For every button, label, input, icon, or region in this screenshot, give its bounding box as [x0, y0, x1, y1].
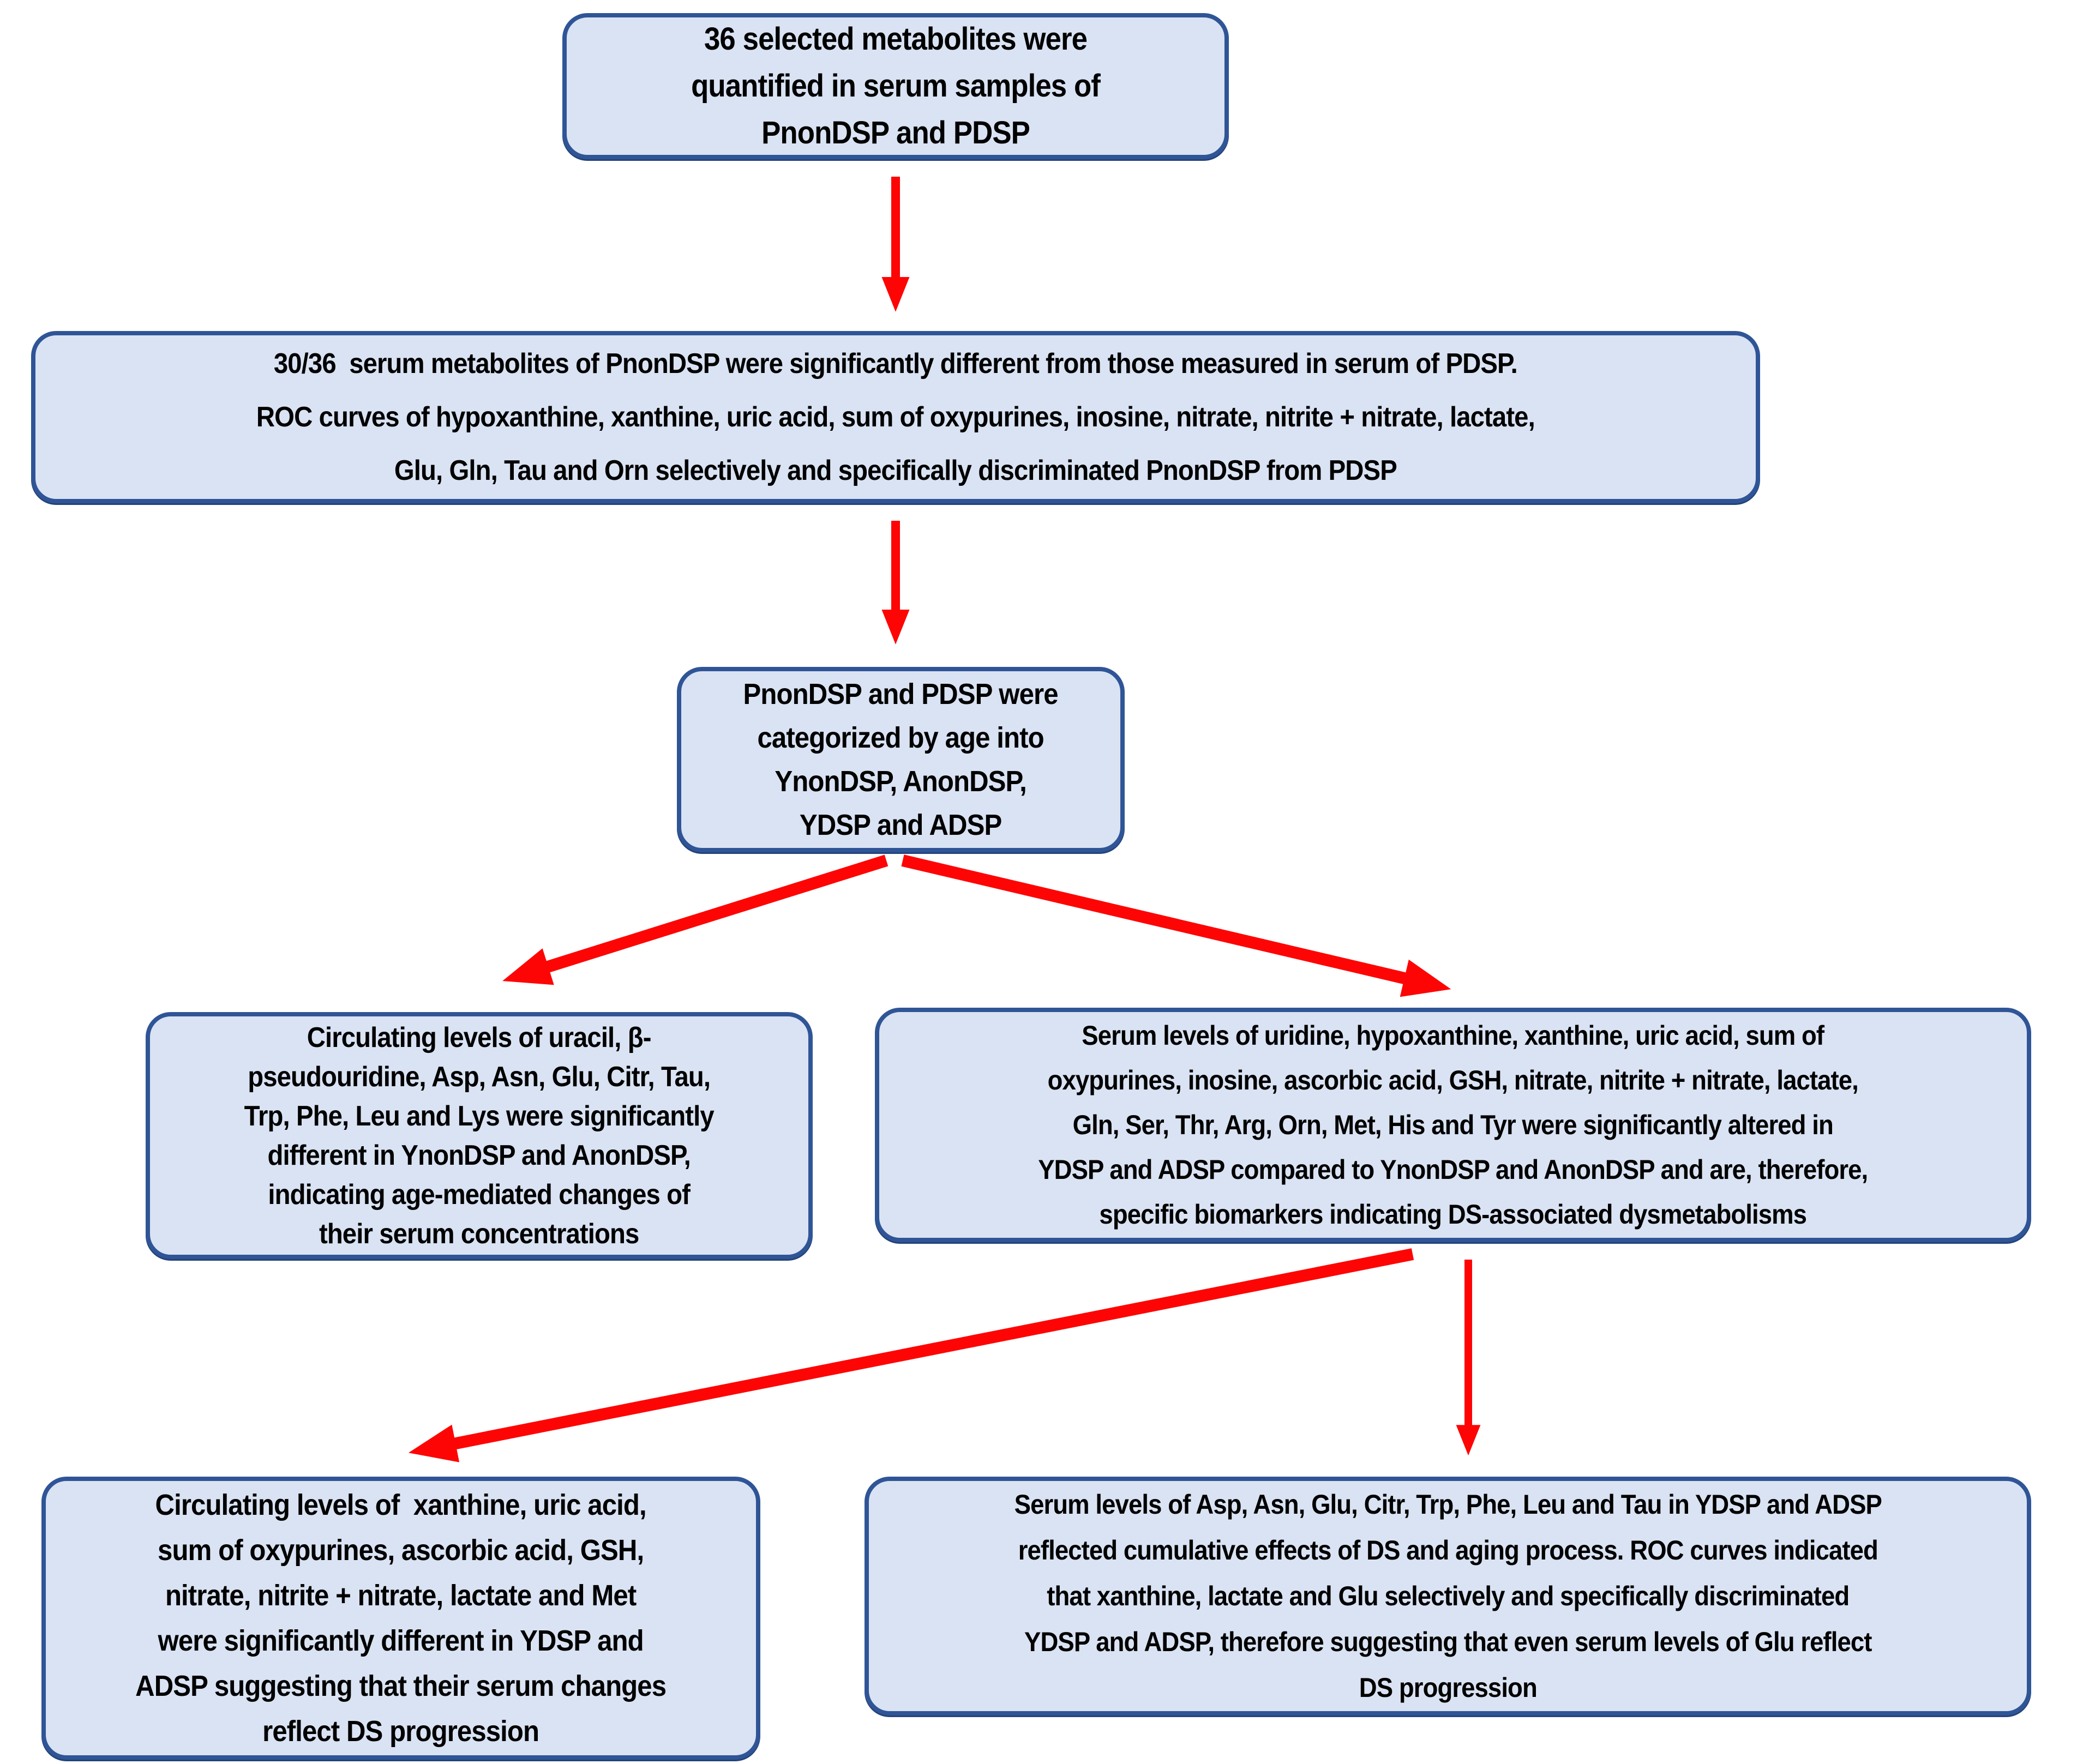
- text-line: were significantly different in YDSP and: [158, 1624, 644, 1657]
- node-screening-result: 30/36 serum metabolites of PnonDSP were …: [31, 331, 1760, 503]
- text-line: specific biomarkers indicating DS-associ…: [1099, 1199, 1808, 1230]
- text-line: ROC curves of hypoxanthine, xanthine, ur…: [256, 401, 1535, 433]
- node-text: PnonDSP and PDSP were categorized by age…: [743, 672, 1059, 847]
- text-line: Circulating levels of uracil, β-: [307, 1021, 652, 1053]
- node-text: Circulating levels of uracil, β- pseudou…: [244, 1018, 715, 1254]
- text-line: pseudouridine, Asp, Asn, Glu, Citr, Tau,: [248, 1061, 711, 1093]
- node-ds-biomarkers: Serum levels of uridine, hypoxanthine, x…: [875, 1008, 2031, 1242]
- text-line: different in YnonDSP and AnonDSP,: [267, 1139, 691, 1171]
- text-line: PnonDSP and PDSP were: [743, 678, 1059, 711]
- text-line: Circulating levels of xanthine, uric aci…: [155, 1488, 647, 1521]
- text-line: 36 selected metabolites were: [704, 21, 1088, 57]
- text-line: that xanthine, lactate and Glu selective…: [1046, 1581, 1850, 1611]
- node-text: Serum levels of uridine, hypoxanthine, x…: [1038, 1013, 1868, 1237]
- text-line: YDSP and ADSP, therefore suggesting that…: [1024, 1627, 1872, 1657]
- node-text: Serum levels of Asp, Asn, Glu, Citr, Trp…: [1014, 1482, 1882, 1711]
- node-age-categorization: PnonDSP and PDSP were categorized by age…: [677, 667, 1125, 852]
- node-text: 30/36 serum metabolites of PnonDSP were …: [256, 337, 1535, 497]
- text-line: their serum concentrations: [319, 1218, 639, 1250]
- text-line: reflected cumulative effects of DS and a…: [1018, 1535, 1878, 1566]
- text-line: 30/36 serum metabolites of PnonDSP were …: [274, 348, 1518, 380]
- text-line: Glu, Gln, Tau and Orn selectively and sp…: [394, 455, 1397, 486]
- text-line: Serum levels of uridine, hypoxanthine, x…: [1082, 1020, 1825, 1051]
- node-metabolites-quantified: 36 selected metabolites were quantified …: [562, 13, 1229, 159]
- arrow-categorize-to-age-changes: [502, 854, 889, 985]
- text-line: nitrate, nitrite + nitrate, lactate and …: [165, 1579, 637, 1612]
- node-text: 36 selected metabolites were quantified …: [691, 16, 1101, 156]
- text-line: PnonDSP and PDSP: [761, 115, 1030, 150]
- text-line: indicating age-mediated changes of: [268, 1178, 691, 1211]
- text-line: Trp, Phe, Leu and Lys were significantly: [244, 1100, 715, 1132]
- text-line: reflect DS progression: [262, 1714, 539, 1748]
- text-line: sum of oxypurines, ascorbic acid, GSH,: [158, 1533, 644, 1567]
- text-line: ADSP suggesting that their serum changes: [135, 1669, 667, 1702]
- text-line: DS progression: [1359, 1672, 1537, 1703]
- text-line: quantified in serum samples of: [691, 68, 1101, 104]
- arrow-categorize-to-ds-biomarkers: [901, 854, 1451, 997]
- node-ds-progression-markers: Circulating levels of xanthine, uric aci…: [41, 1477, 760, 1760]
- text-line: YnonDSP, AnonDSP,: [775, 765, 1027, 798]
- node-text: Circulating levels of xanthine, uric aci…: [135, 1483, 667, 1754]
- arrow-ds-biomarkers-to-ds-progression: [408, 1248, 1414, 1462]
- text-line: categorized by age into: [757, 721, 1044, 754]
- text-line: YDSP and ADSP compared to YnonDSP and An…: [1038, 1154, 1868, 1185]
- text-line: oxypurines, inosine, ascorbic acid, GSH,…: [1047, 1065, 1859, 1095]
- text-line: Gln, Ser, Thr, Arg, Orn, Met, His and Ty…: [1072, 1110, 1834, 1140]
- node-cumulative-effects: Serum levels of Asp, Asn, Glu, Citr, Trp…: [865, 1477, 2031, 1715]
- text-line: Serum levels of Asp, Asn, Glu, Citr, Trp…: [1014, 1489, 1882, 1520]
- text-line: YDSP and ADSP: [800, 809, 1002, 841]
- node-age-mediated-changes: Circulating levels of uracil, β- pseudou…: [146, 1012, 813, 1259]
